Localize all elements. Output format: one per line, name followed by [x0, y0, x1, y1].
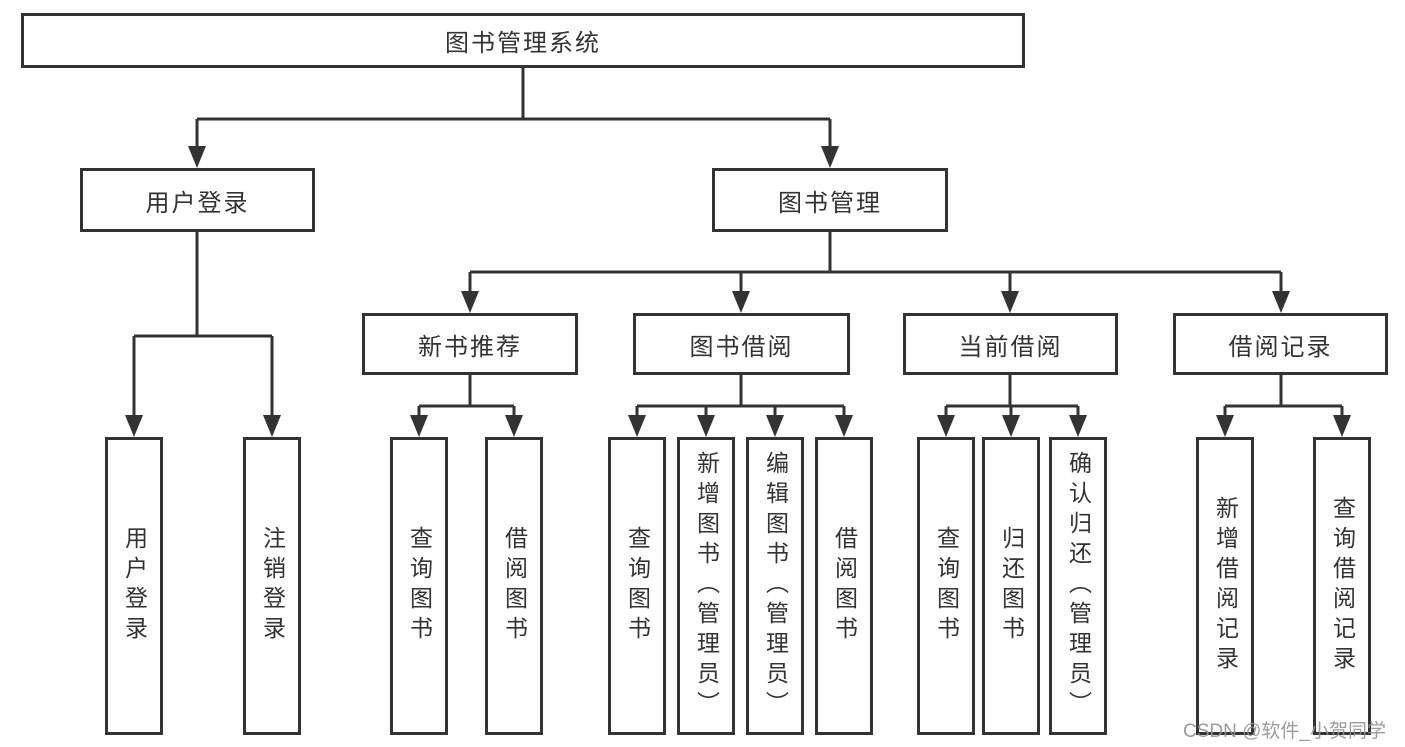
connector-new-book-recommend-children [410, 375, 523, 437]
connector-user-login-children [125, 232, 281, 437]
node-label: 用户登录 [145, 189, 250, 217]
connector-book-management-children [461, 232, 1290, 313]
leaf-label: 查询图书 [624, 526, 651, 646]
leaf-query-books-recommend: 查询图书 [390, 437, 448, 735]
connector-root-to-level2 [188, 68, 839, 168]
node-label: 图书管理 [778, 189, 882, 217]
leaf-borrow-books: 借阅图书 [815, 437, 873, 735]
node-book-borrow: 图书借阅 [633, 313, 850, 375]
connector-book-borrow-children [628, 375, 853, 437]
leaf-query-books-current: 查询图书 [917, 437, 975, 735]
leaf-label: 查询图书 [933, 526, 960, 646]
leaf-logout: 注销登录 [243, 437, 301, 735]
leaf-label: 借阅图书 [831, 526, 858, 646]
leaf-label: 新增图书（管理员） [693, 451, 720, 721]
node-borrow-records: 借阅记录 [1173, 313, 1388, 375]
leaf-label: 归还图书 [998, 526, 1025, 646]
node-library-management-system: 图书管理系统 [21, 13, 1025, 68]
node-label: 借阅记录 [1228, 333, 1333, 361]
leaf-edit-book-admin: 编辑图书（管理员） [746, 437, 804, 735]
leaf-label: 新增借阅记录 [1212, 496, 1239, 676]
leaf-query-borrow-record: 查询借阅记录 [1313, 437, 1371, 735]
leaf-label: 借阅图书 [501, 526, 528, 646]
node-label: 图书借阅 [689, 333, 794, 361]
csdn-watermark: CSDN @软件_小贺同学 [1183, 721, 1386, 742]
leaf-label: 用户登录 [121, 526, 148, 646]
node-label: 新书推荐 [418, 333, 522, 361]
leaf-label: 确认归还（管理员） [1065, 451, 1092, 721]
leaf-return-books: 归还图书 [982, 437, 1040, 735]
node-book-management: 图书管理 [712, 168, 948, 232]
leaf-label: 编辑图书（管理员） [762, 451, 789, 721]
node-new-book-recommend: 新书推荐 [362, 313, 578, 375]
node-label: 当前借阅 [958, 333, 1063, 361]
node-current-borrow: 当前借阅 [903, 313, 1118, 375]
leaf-borrow-books-recommend: 借阅图书 [485, 437, 543, 735]
leaf-add-borrow-record: 新增借阅记录 [1196, 437, 1254, 735]
leaf-query-books-borrow: 查询图书 [608, 437, 666, 735]
connector-current-borrow-children [937, 375, 1087, 437]
connector-borrow-records-children [1216, 375, 1351, 437]
leaf-label: 查询图书 [406, 526, 433, 646]
leaf-label: 注销登录 [259, 526, 286, 646]
leaf-confirm-return-admin: 确认归还（管理员） [1049, 437, 1107, 735]
leaf-label: 查询借阅记录 [1329, 496, 1356, 676]
node-user-login: 用户登录 [80, 168, 315, 232]
leaf-user-login: 用户登录 [105, 437, 163, 735]
leaf-add-book-admin: 新增图书（管理员） [677, 437, 735, 735]
node-label: 图书管理系统 [445, 30, 601, 57]
